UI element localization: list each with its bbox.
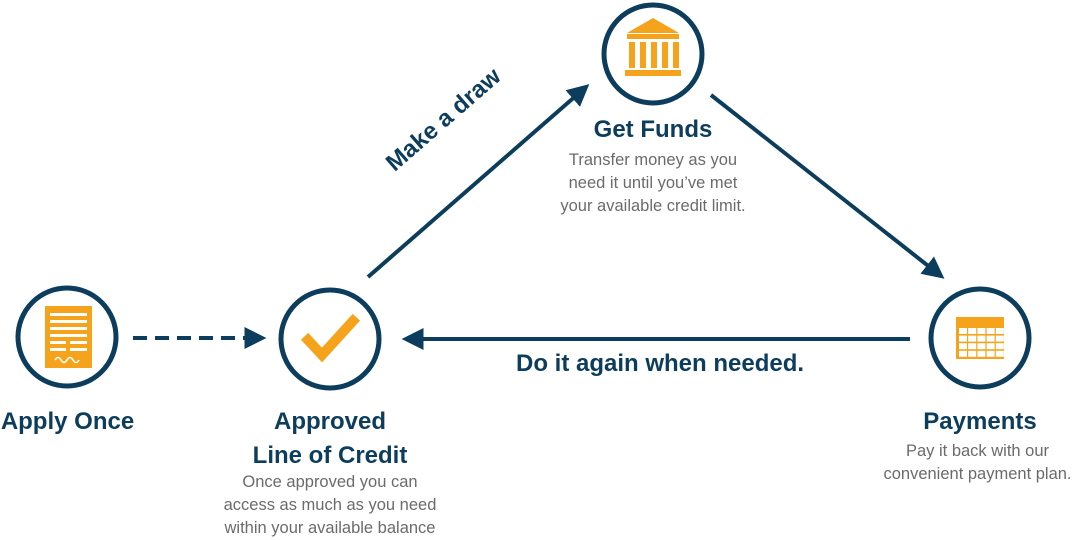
calendar-cell: [959, 335, 967, 342]
node-get-funds: [601, 2, 705, 106]
checkmark-icon: [300, 313, 361, 363]
get-funds-title: Get Funds: [593, 116, 713, 143]
calendar-cell: [977, 350, 986, 357]
calendar-cell: [995, 343, 1004, 350]
approved-description: Once approved you can access as much as …: [223, 473, 437, 537]
calendar-cell: [977, 343, 986, 350]
bank-icon: [625, 18, 681, 76]
calendar-cell: [959, 350, 967, 357]
apply-once-title: Apply Once: [0, 408, 135, 435]
get-funds-description: Transfer money as you need it until you’…: [560, 151, 746, 215]
calendar-cell: [995, 350, 1004, 357]
calendar-icon: [956, 317, 1004, 359]
calendar-cell: [986, 350, 995, 357]
calendar-cell: [986, 335, 995, 342]
node-apply-once: [15, 285, 119, 389]
payments-description: Pay it back with our convenient payment …: [883, 442, 1072, 483]
calendar-cell: [986, 328, 995, 334]
calendar-cell: [968, 335, 977, 342]
calendar-cell: [995, 335, 1004, 342]
calendar-cell: [986, 343, 995, 350]
calendar-cell: [968, 328, 977, 334]
calendar-cell: [968, 343, 977, 350]
calendar-cell: [995, 328, 1004, 334]
node-payments: [928, 286, 1032, 390]
edge-label-do-it-again: Do it again when needed.: [516, 350, 805, 377]
calendar-cell: [977, 335, 986, 342]
approved-title: Approved Line of Credit: [252, 408, 408, 469]
payments-title: Payments: [923, 408, 1037, 435]
node-approved: [278, 287, 382, 391]
calendar-cell: [959, 343, 967, 350]
arrow-funds-to-payments: [709, 93, 945, 279]
calendar-cell: [977, 328, 986, 334]
calendar-cell: [968, 350, 977, 357]
document-icon: [45, 306, 92, 368]
arrow-approved-to-funds: [366, 84, 590, 279]
calendar-cell: [959, 328, 967, 334]
